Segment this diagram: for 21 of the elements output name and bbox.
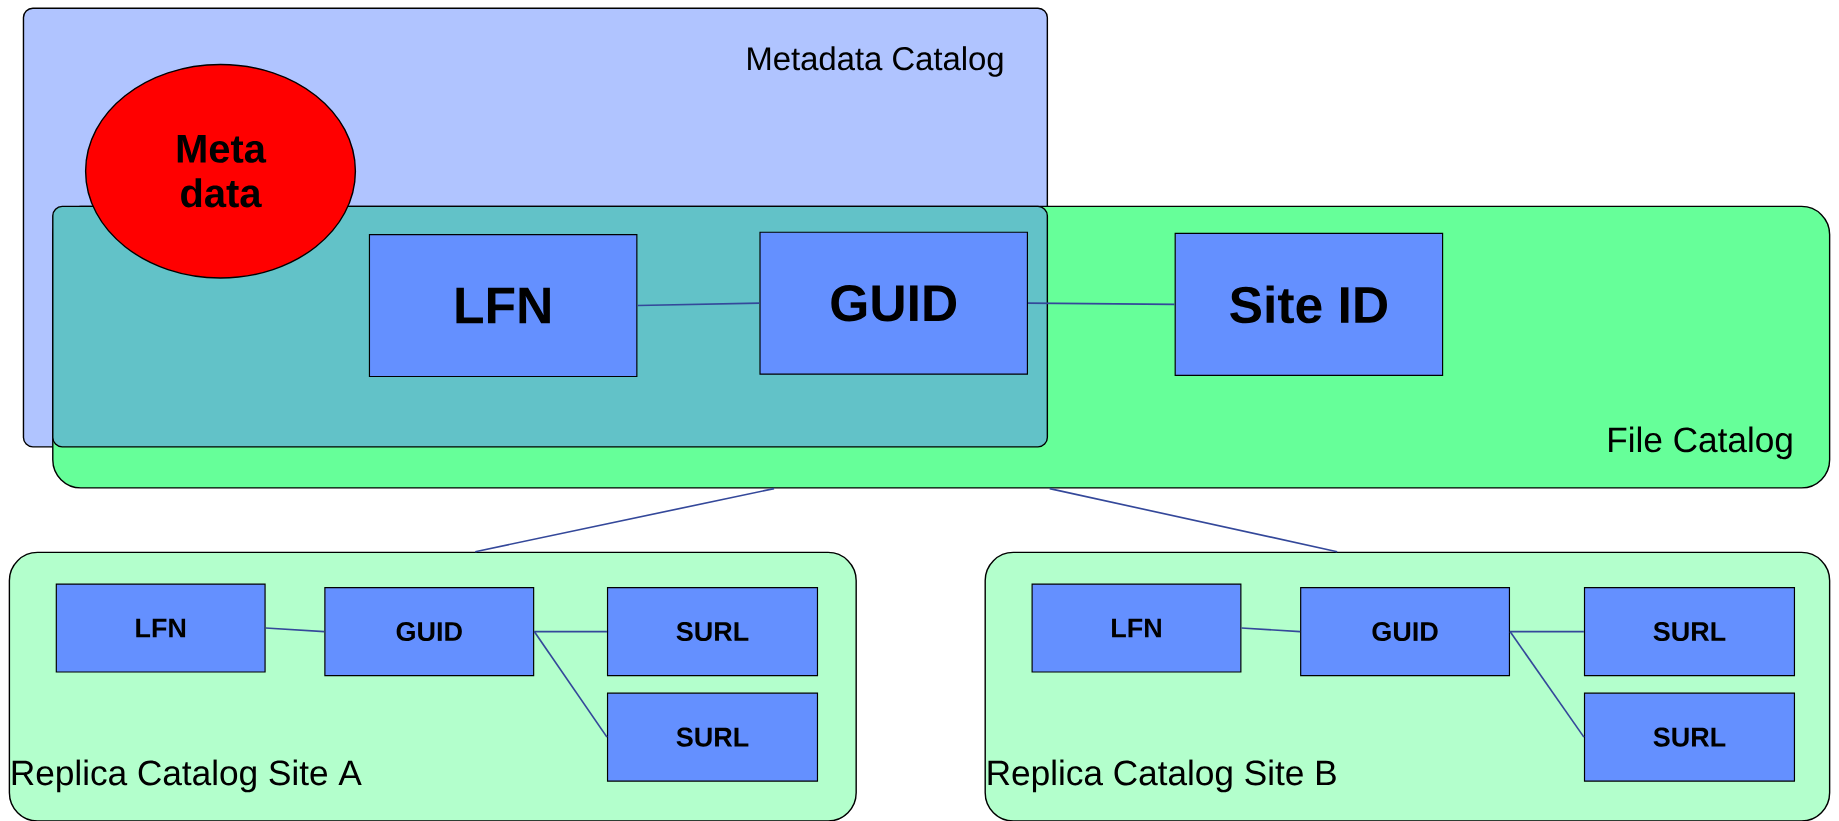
connector-line xyxy=(474,487,775,553)
field-box: LFN xyxy=(368,234,638,378)
field-box: GUID xyxy=(759,231,1028,375)
connector-line xyxy=(533,630,608,738)
connector-line xyxy=(533,630,608,633)
connector-line xyxy=(1509,630,1585,633)
connector-line xyxy=(1509,630,1585,738)
connector-line xyxy=(264,627,326,633)
connector-line xyxy=(1048,487,1339,553)
connector-line xyxy=(1240,627,1301,633)
field-box: GUID xyxy=(324,587,535,677)
field-box: LFN xyxy=(1031,583,1242,673)
field-box: SURL xyxy=(1583,587,1796,677)
field-box: LFN xyxy=(55,583,266,673)
connector-line xyxy=(1027,302,1176,306)
field-box: GUID xyxy=(1300,587,1511,677)
field-box: SURL xyxy=(606,587,819,677)
field-box: Site ID xyxy=(1174,232,1444,376)
field-box: SURL xyxy=(1583,692,1796,782)
field-box: SURL xyxy=(606,692,819,782)
connector-line xyxy=(636,302,761,307)
